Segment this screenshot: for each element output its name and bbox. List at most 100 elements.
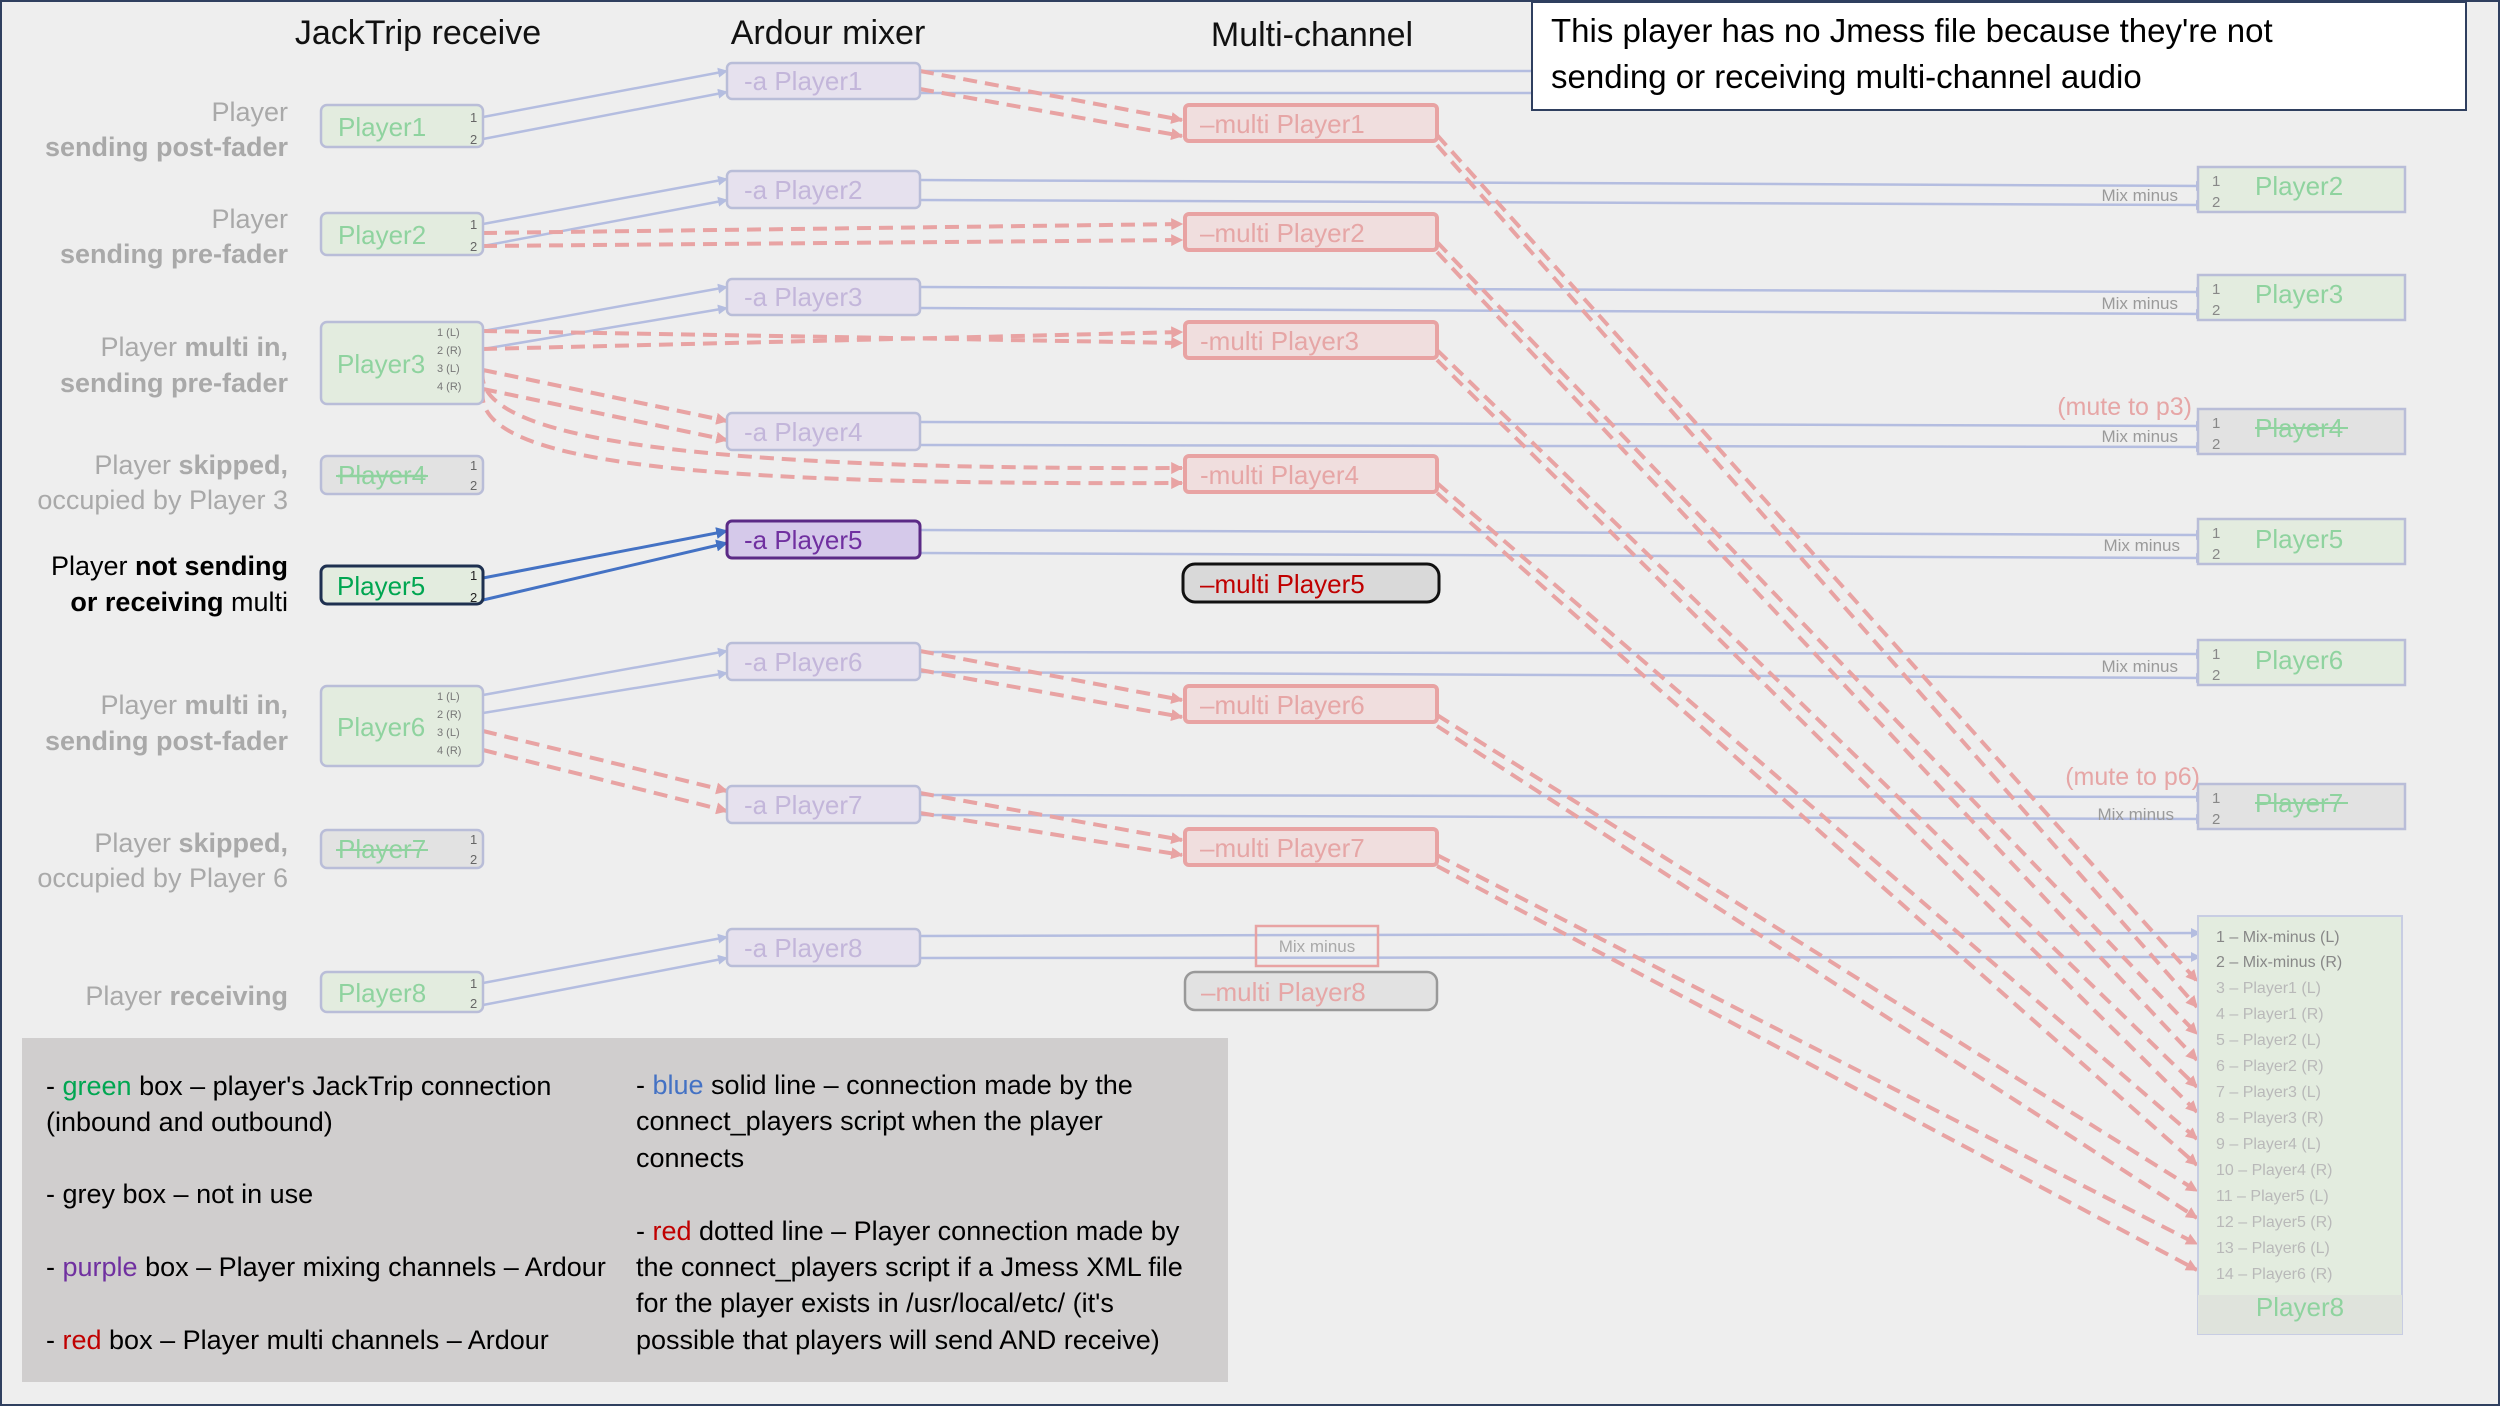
legend-blue-line3: connects bbox=[636, 1143, 744, 1173]
mix-minus-label: Mix minus bbox=[2103, 536, 2180, 555]
port-label: 2 (R) bbox=[437, 709, 461, 721]
port-label: 1 bbox=[470, 832, 477, 847]
mixer-box-player6: -a Player6 bbox=[725, 641, 922, 682]
mix-minus-label: Mix minus bbox=[2101, 294, 2178, 313]
jt-box-player4: Player4 1 2 bbox=[319, 454, 485, 496]
port-label: 2 bbox=[470, 239, 477, 254]
multi-label: -multi Player4 bbox=[1200, 460, 1359, 490]
multi-label: –multi Player5 bbox=[1200, 569, 1365, 599]
output-boxes: Player2 1 2 Mix minus Player3 1 2 Mix mi… bbox=[2057, 165, 2407, 831]
port-label: 2 (R) bbox=[437, 345, 461, 357]
row-descriptions: Player sending post-fader Player sending… bbox=[37, 97, 288, 1011]
port-label: 3 (L) bbox=[437, 363, 460, 375]
multi-box-player2: –multi Player2 bbox=[1183, 212, 1439, 252]
desc-row1-line1: Player bbox=[211, 97, 288, 127]
connections bbox=[480, 67, 2206, 1272]
mixer-label: -a Player8 bbox=[744, 933, 863, 963]
desc-row4-line2: occupied by Player 3 bbox=[37, 485, 288, 515]
port-label: 2 bbox=[2212, 811, 2220, 828]
port-label: 1 bbox=[2212, 790, 2220, 807]
callout: This player has no Jmess file because th… bbox=[1531, 1, 2467, 111]
desc-row3-line1: Player multi in, bbox=[100, 332, 288, 362]
mix-minus-label: Mix minus bbox=[1279, 937, 1356, 956]
desc-row4-line1: Player skipped, bbox=[94, 450, 288, 480]
mixer-label: -a Player1 bbox=[744, 66, 863, 96]
player8-port: 10 – Player4 (R) bbox=[2216, 1162, 2333, 1179]
jt-label-player5: Player5 bbox=[337, 571, 425, 601]
output-box-player3: Player3 1 2 Mix minus bbox=[2101, 273, 2407, 322]
desc-row8-line1: Player receiving bbox=[85, 981, 288, 1011]
output-label: Player5 bbox=[2255, 524, 2343, 554]
port-label: 2 bbox=[2212, 667, 2220, 684]
mute-p6-label: (mute to p6) bbox=[2065, 763, 2200, 791]
mix-minus-label: Mix minus bbox=[2097, 805, 2174, 824]
header-jacktrip: JackTrip receive bbox=[295, 14, 541, 52]
mixer-label: -a Player6 bbox=[744, 647, 863, 677]
port-label: 1 bbox=[470, 976, 477, 991]
jt-box-player2: Player2 1 2 bbox=[319, 211, 485, 257]
legend-purple: - purple box – Player mixing channels – … bbox=[46, 1252, 606, 1282]
player8-port-list: 1 – Mix-minus (L) 2 – Mix-minus (R) 3 – … bbox=[2216, 929, 2342, 1283]
legend-red: - red box – Player multi channels – Ardo… bbox=[46, 1325, 549, 1355]
desc-row5-line2: or receiving multi bbox=[70, 587, 288, 617]
legend-box bbox=[22, 1038, 1228, 1382]
mixer-label: -a Player4 bbox=[744, 417, 863, 447]
jt-box-player8: Player8 1 2 bbox=[319, 970, 485, 1014]
desc-row1-line2: sending post-fader bbox=[45, 132, 289, 162]
mixer-box-player4: -a Player4 bbox=[725, 411, 922, 452]
multi-label: –multi Player8 bbox=[1201, 977, 1366, 1007]
port-label: 1 (L) bbox=[437, 691, 460, 703]
multi-box-player7: –multi Player7 bbox=[1183, 827, 1439, 867]
jt-box-player5: Player5 1 2 bbox=[319, 564, 485, 606]
player8-port: 14 – Player6 (R) bbox=[2216, 1266, 2333, 1283]
multi-box-player1: –multi Player1 bbox=[1183, 103, 1439, 143]
jacktrip-to-mixer-lines bbox=[482, 67, 728, 1007]
legend-reddot-line3: for the player exists in /usr/local/etc/… bbox=[636, 1288, 1114, 1318]
desc-row7-line2: occupied by Player 6 bbox=[37, 863, 288, 893]
player8-port: 3 – Player1 (L) bbox=[2216, 980, 2321, 997]
player8-port: 7 – Player3 (L) bbox=[2216, 1084, 2321, 1101]
jt-box-player7: Player7 1 2 bbox=[319, 828, 485, 870]
port-label: 2 bbox=[470, 996, 477, 1011]
port-label: 1 (L) bbox=[437, 327, 460, 339]
port-label: 2 bbox=[470, 132, 477, 147]
multi-box-player4: -multi Player4 bbox=[1183, 454, 1439, 494]
player8-output-footer bbox=[2198, 1295, 2402, 1334]
mixer-box-player7: -a Player7 bbox=[725, 784, 922, 825]
multi-box-player5: –multi Player5 bbox=[1181, 562, 1441, 604]
port-label: 2 bbox=[2212, 436, 2220, 453]
player8-output-label: Player8 bbox=[2256, 1292, 2344, 1322]
mixer-label: -a Player7 bbox=[744, 790, 863, 820]
output-box-player2: Player2 1 2 Mix minus bbox=[2101, 165, 2407, 214]
desc-row7-line1: Player skipped, bbox=[94, 828, 288, 858]
legend-green-line2: (inbound and outbound) bbox=[46, 1107, 333, 1137]
jt-label-player1: Player1 bbox=[338, 112, 426, 142]
desc-row3-line2: sending pre-fader bbox=[60, 368, 289, 398]
legend-reddot: - red dotted line – Player connection ma… bbox=[636, 1216, 1180, 1246]
callout-line2: sending or receiving multi-channel audio bbox=[1551, 58, 2142, 95]
multi-box-player6: –multi Player6 bbox=[1183, 684, 1439, 724]
desc-row2-line2: sending pre-fader bbox=[60, 239, 289, 269]
output-box-player5: Player5 1 2 Mix minus bbox=[2103, 517, 2407, 566]
jmess-dashed-lines bbox=[480, 69, 2199, 1272]
port-label: 1 bbox=[2212, 281, 2220, 298]
jt-label-player2: Player2 bbox=[338, 220, 426, 250]
port-label: 2 bbox=[2212, 302, 2220, 319]
mixer-label: -a Player3 bbox=[744, 282, 863, 312]
port-label: 2 bbox=[470, 478, 477, 493]
port-label: 1 bbox=[470, 458, 477, 473]
mix-minus-label: Mix minus bbox=[2101, 427, 2178, 446]
header-ardour: Ardour mixer bbox=[731, 14, 926, 52]
player8-output: 1 – Mix-minus (L) 2 – Mix-minus (R) 3 – … bbox=[2197, 915, 2403, 1335]
mixer-boxes: -a Player1 -a Player2 -a Player3 -a Play… bbox=[725, 61, 922, 968]
mixer-to-output-lines bbox=[919, 69, 2206, 963]
port-label: 1 bbox=[2212, 525, 2220, 542]
player8-port: 2 – Mix-minus (R) bbox=[2216, 954, 2342, 971]
port-label: 1 bbox=[2212, 173, 2220, 190]
player8-mix-minus-box: Mix minus bbox=[1254, 924, 1380, 968]
legend-blue-line2: connect_players script when the player bbox=[636, 1106, 1103, 1136]
port-label: 2 bbox=[2212, 194, 2220, 211]
jt-box-player6: Player6 1 (L) 2 (R) 3 (L) 4 (R) bbox=[319, 684, 485, 768]
